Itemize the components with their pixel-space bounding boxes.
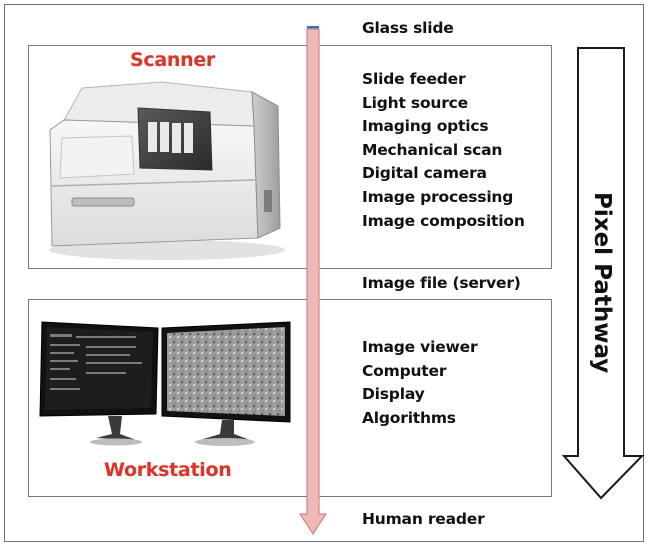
workstation-step: Algorithms <box>362 408 456 427</box>
workstation-step: Display <box>362 385 425 404</box>
scanner-image <box>49 81 285 260</box>
stage-image-file: Image file (server) <box>362 274 521 292</box>
scanner-step: Imaging optics <box>362 117 489 136</box>
scanner-step: Light source <box>362 93 468 112</box>
scanner-step: Image processing <box>362 187 514 206</box>
flow-arrow <box>298 26 328 536</box>
scanner-step: Slide feeder <box>362 70 466 88</box>
stage-glass-slide: Glass slide <box>362 19 454 37</box>
pixel-pathway-label: Pixel Pathway <box>589 192 615 374</box>
scanner-steps-list: Slide feeder Light source Imaging optics… <box>362 68 525 233</box>
scanner-step: Mechanical scan <box>362 140 503 159</box>
workstation-step: Image viewer <box>362 338 478 356</box>
scanner-step: Image composition <box>362 211 525 230</box>
workstation-image <box>39 321 291 446</box>
workstation-title: Workstation <box>104 459 232 481</box>
scanner-title: Scanner <box>130 49 215 71</box>
scanner-step: Digital camera <box>362 164 487 183</box>
pixel-pathway-arrow <box>561 47 645 500</box>
workstation-steps-list: Image viewer Computer Display Algorithms <box>362 336 478 430</box>
stage-human-reader: Human reader <box>362 510 485 528</box>
workstation-step: Computer <box>362 361 447 380</box>
